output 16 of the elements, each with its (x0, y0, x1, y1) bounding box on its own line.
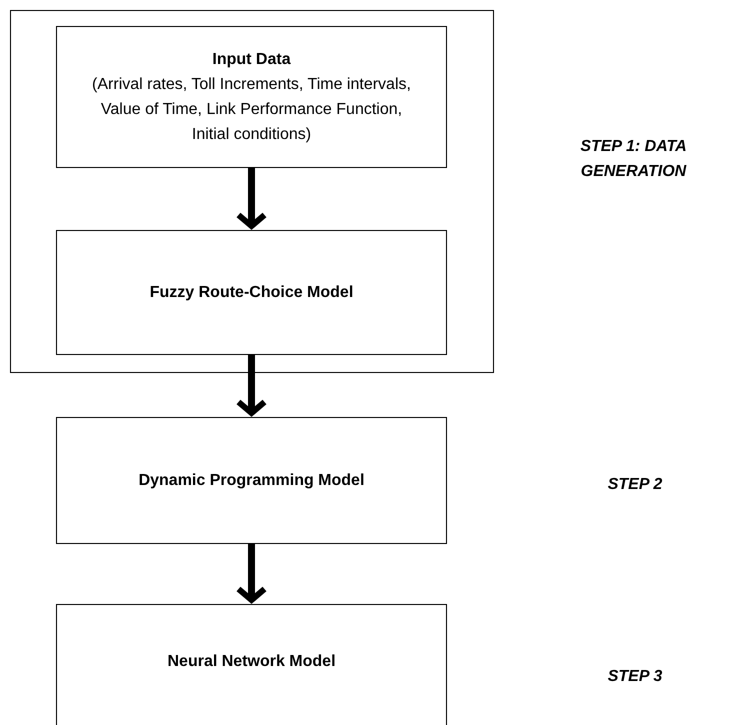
box-title: Input Data (212, 50, 291, 70)
step-label: STEP 3 (606, 667, 664, 687)
arrow (236, 355, 268, 416)
step-label: STEP 2 (606, 475, 664, 495)
step-label: STEP 1: DATA GENERATION (579, 137, 688, 182)
box-title: Fuzzy Route-Choice Model (150, 283, 354, 303)
process-box (56, 230, 447, 355)
box-title: Dynamic Programming Model (138, 471, 364, 491)
arrow (236, 544, 268, 603)
group-box (10, 10, 494, 373)
arrow (236, 168, 268, 229)
process-box (56, 604, 447, 725)
box-description: (Arrival rates, Toll Increments, Time intervals, Value of Time, Link Performance Function, Initial conditions) (91, 75, 412, 145)
process-box (56, 417, 447, 544)
box-title: Neural Network Model (167, 652, 336, 672)
process-box (56, 26, 447, 168)
